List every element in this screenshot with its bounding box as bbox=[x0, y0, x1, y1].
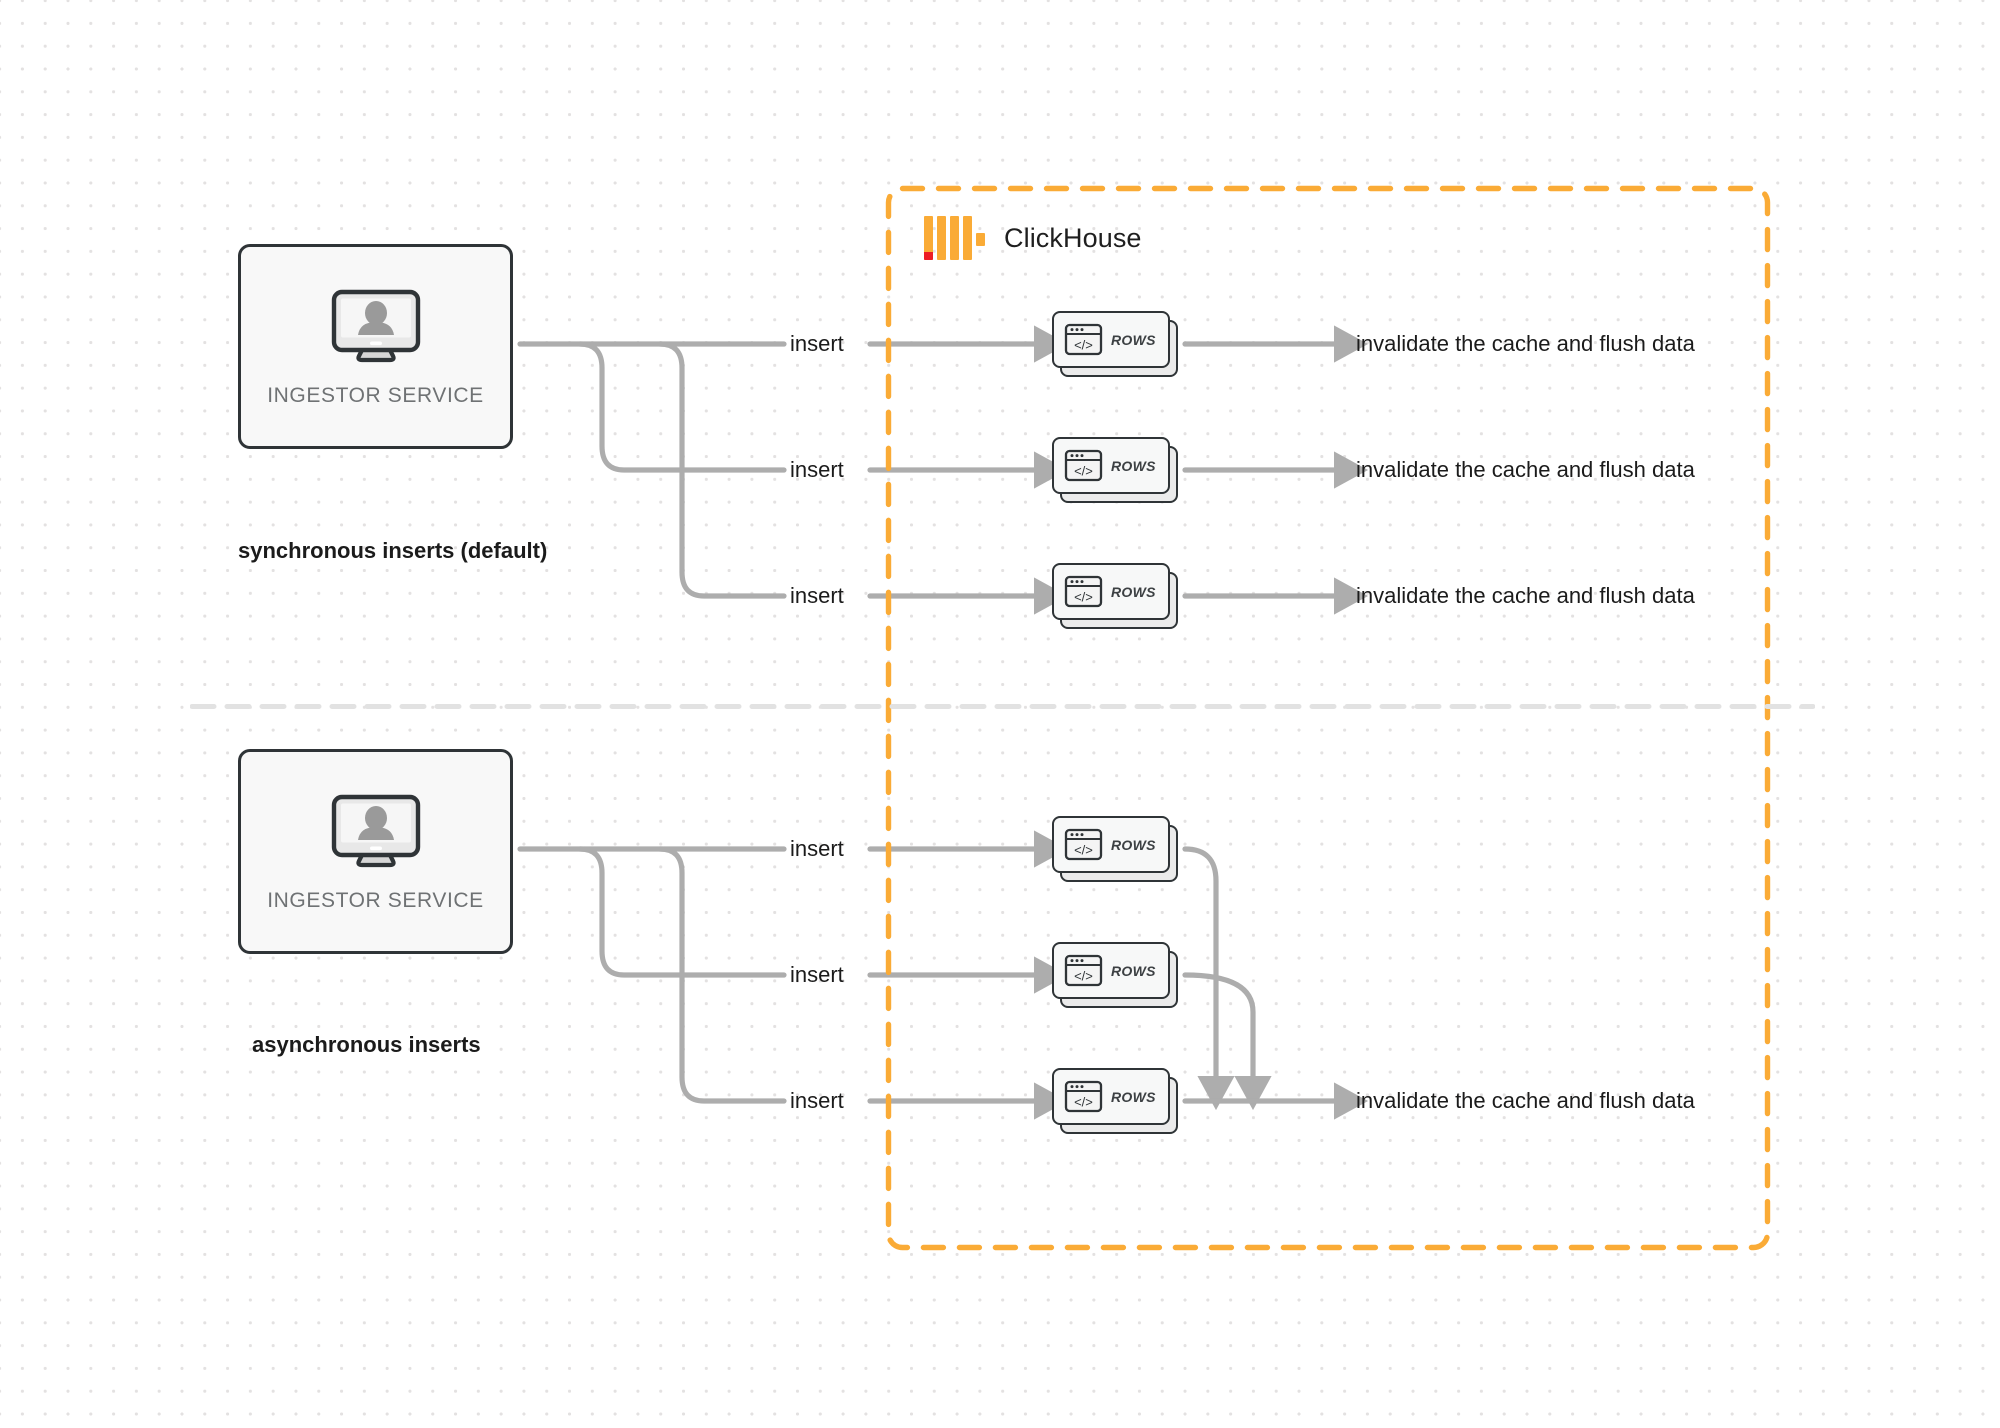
svg-text:</>: </> bbox=[1074, 843, 1093, 858]
svg-text:</>: </> bbox=[1074, 969, 1093, 984]
rows-node-label: ROWS bbox=[1111, 583, 1156, 600]
clickhouse-wordmark: ClickHouse bbox=[1004, 222, 1142, 253]
clickhouse-logo-icon bbox=[924, 216, 985, 260]
edge-label-insert-sync-2: insert bbox=[790, 457, 844, 482]
svg-text:</>: </> bbox=[1074, 464, 1093, 479]
section-divider bbox=[189, 696, 1816, 709]
result-label-sync-1: invalidate the cache and flush data bbox=[1356, 331, 1695, 356]
ingestor-service-box-asynchronous[interactable]: INGESTOR SERVICE bbox=[238, 749, 513, 954]
rows-card-front: </> ROWS bbox=[1052, 816, 1170, 873]
result-label-sync-3: invalidate the cache and flush data bbox=[1356, 583, 1695, 608]
edge-label-insert-async-1: insert bbox=[790, 836, 844, 861]
rows-node-label: ROWS bbox=[1111, 331, 1156, 348]
clickhouse-brand: ClickHouse bbox=[924, 216, 1142, 260]
code-window-icon: </> bbox=[1064, 323, 1103, 356]
rows-node-sync-3[interactable]: </> ROWS bbox=[1052, 563, 1178, 629]
rows-node-async-1[interactable]: </> ROWS bbox=[1052, 816, 1178, 882]
rows-card-front: </> ROWS bbox=[1052, 437, 1170, 494]
rows-node-sync-1[interactable]: </> ROWS bbox=[1052, 311, 1178, 377]
ingestor-service-label: INGESTOR SERVICE bbox=[267, 888, 484, 912]
section-caption-synchronous: synchronous inserts (default) bbox=[238, 538, 548, 563]
ingestor-service-label: INGESTOR SERVICE bbox=[267, 383, 484, 407]
monitor-user-icon bbox=[331, 794, 420, 867]
code-window-icon: </> bbox=[1064, 1080, 1103, 1113]
rows-node-label: ROWS bbox=[1111, 1088, 1156, 1105]
rows-card-front: </> ROWS bbox=[1052, 1068, 1170, 1125]
edge-label-insert-sync-3: insert bbox=[790, 583, 844, 608]
rows-node-label: ROWS bbox=[1111, 457, 1156, 474]
rows-node-label: ROWS bbox=[1111, 836, 1156, 853]
code-window-icon: </> bbox=[1064, 449, 1103, 482]
edge-label-insert-async-2: insert bbox=[790, 962, 844, 987]
ingestor-service-box-synchronous[interactable]: INGESTOR SERVICE bbox=[238, 244, 513, 449]
code-window-icon: </> bbox=[1064, 575, 1103, 608]
rows-node-sync-2[interactable]: </> ROWS bbox=[1052, 437, 1178, 503]
code-window-icon: </> bbox=[1064, 954, 1103, 987]
rows-card-front: </> ROWS bbox=[1052, 942, 1170, 999]
code-window-icon: </> bbox=[1064, 828, 1103, 861]
result-label-async-merged: invalidate the cache and flush data bbox=[1356, 1088, 1695, 1113]
edge-label-insert-async-3: insert bbox=[790, 1088, 844, 1113]
section-caption-asynchronous: asynchronous inserts bbox=[252, 1032, 481, 1057]
svg-text:</>: </> bbox=[1074, 1095, 1093, 1110]
rows-node-label: ROWS bbox=[1111, 962, 1156, 979]
rows-node-async-3[interactable]: </> ROWS bbox=[1052, 1068, 1178, 1134]
rows-card-front: </> ROWS bbox=[1052, 311, 1170, 368]
svg-text:</>: </> bbox=[1074, 338, 1093, 353]
monitor-user-icon bbox=[331, 289, 420, 362]
rows-node-async-2[interactable]: </> ROWS bbox=[1052, 942, 1178, 1008]
edge-label-insert-sync-1: insert bbox=[790, 331, 844, 356]
svg-text:</>: </> bbox=[1074, 590, 1093, 605]
rows-card-front: </> ROWS bbox=[1052, 563, 1170, 620]
result-label-sync-2: invalidate the cache and flush data bbox=[1356, 457, 1695, 482]
